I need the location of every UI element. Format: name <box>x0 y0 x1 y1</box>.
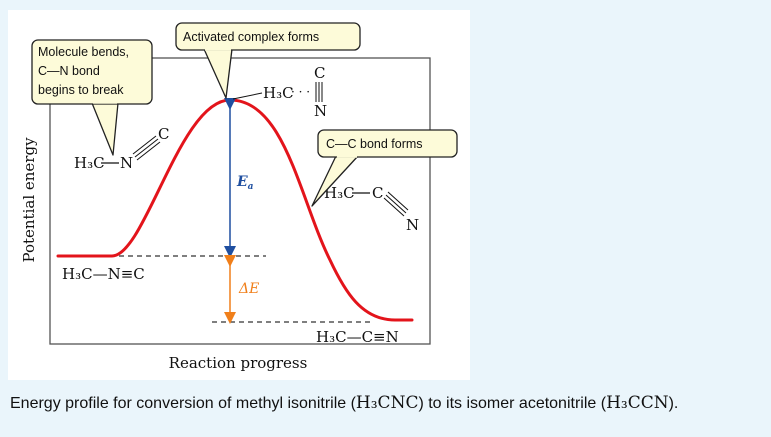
product-formula: H₃C—C≡N <box>316 328 399 346</box>
ts-molecule-n: N <box>314 102 327 120</box>
forming-molecule-h3c: H₃C <box>324 184 355 202</box>
bent-molecule-triple-bond-2 <box>134 138 159 158</box>
callout-bend-line-2: C—N bond <box>38 64 100 78</box>
bent-molecule-h3c: H₃C <box>74 154 105 172</box>
callout-cc-text: C—C bond forms <box>326 137 423 151</box>
forming-molecule-c: C <box>372 184 383 202</box>
ts-molecule-leader <box>232 92 263 100</box>
reactant-formula: H₃C—N≡C <box>62 265 145 283</box>
forming-molecule-triple-bond-3 <box>387 191 409 211</box>
forming-molecule-n: N <box>406 216 419 234</box>
figure-caption: Energy profile for conversion of methyl … <box>10 393 760 413</box>
activation-energy-label: Ea <box>236 174 254 192</box>
bent-molecule-c: C <box>158 125 169 143</box>
callout-activated-text: Activated complex forms <box>183 30 319 44</box>
energy-curve <box>56 98 414 322</box>
bent-molecule-triple-bond-3 <box>136 141 161 161</box>
bent-molecule-n: N <box>120 154 133 172</box>
callout-molecule-bends: Molecule bends, C—N bond begins to break <box>31 39 153 156</box>
caption-text-after: ). <box>668 395 679 412</box>
callout-activated-complex: Activated complex forms <box>175 22 361 99</box>
caption-text-before: Energy profile for conversion of methyl … <box>10 395 356 412</box>
forming-molecule-triple-bond-1 <box>383 197 405 217</box>
caption-formula-methyl-isonitrile: H₃CNC <box>355 393 419 413</box>
y-axis-label: Potential energy <box>20 137 38 263</box>
caption-formula-acetonitrile: H₃CCN <box>606 393 669 413</box>
ts-molecule-dots: · · · <box>291 85 310 99</box>
caption-text-middle: ) to its isomer acetonitrile ( <box>418 395 607 412</box>
callout-bend-line-1: Molecule bends, <box>38 45 129 59</box>
ts-molecule-h3c: H₃C <box>263 84 294 102</box>
delta-e-label: ΔE <box>238 281 259 297</box>
forming-molecule-triple-bond-2 <box>385 194 407 214</box>
plot-frame <box>49 57 431 345</box>
callout-cc-bond-forms: C—C bond forms <box>311 129 458 207</box>
bent-molecule-triple-bond-1 <box>132 135 157 155</box>
ts-molecule-c: C <box>314 64 325 82</box>
callout-bend-line-3: begins to break <box>38 83 124 97</box>
x-axis-label: Reaction progress <box>169 354 308 372</box>
